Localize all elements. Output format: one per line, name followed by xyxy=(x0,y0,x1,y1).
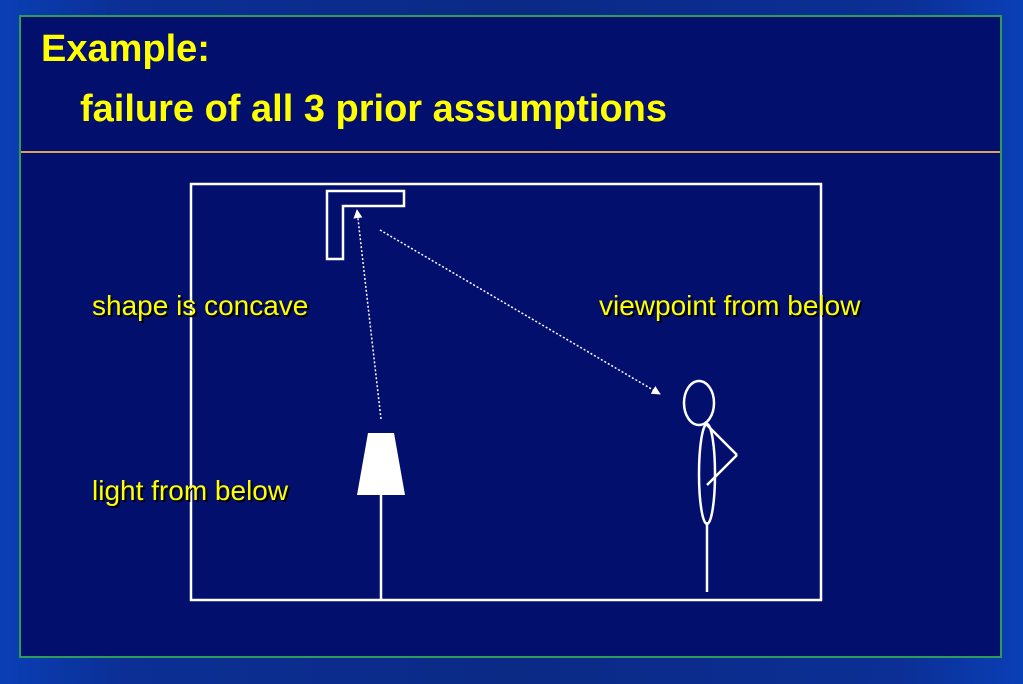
scene-frame xyxy=(189,182,823,602)
light-ray-line xyxy=(353,209,382,420)
concave-shape-icon xyxy=(325,189,406,261)
title-divider xyxy=(21,151,1000,153)
slide: Example: failure of all 3 prior assumpti… xyxy=(19,15,1002,658)
label-shape-concave: shape is concave xyxy=(92,290,309,321)
slide-subtitle: failure of all 3 prior assumptions xyxy=(80,88,668,130)
viewer-figure-icon xyxy=(682,379,738,592)
lamp-icon xyxy=(357,433,405,599)
label-light-below: light from below xyxy=(92,475,289,506)
slide-title: Example: xyxy=(41,28,210,70)
label-viewpoint-below: viewpoint from below xyxy=(599,290,861,321)
